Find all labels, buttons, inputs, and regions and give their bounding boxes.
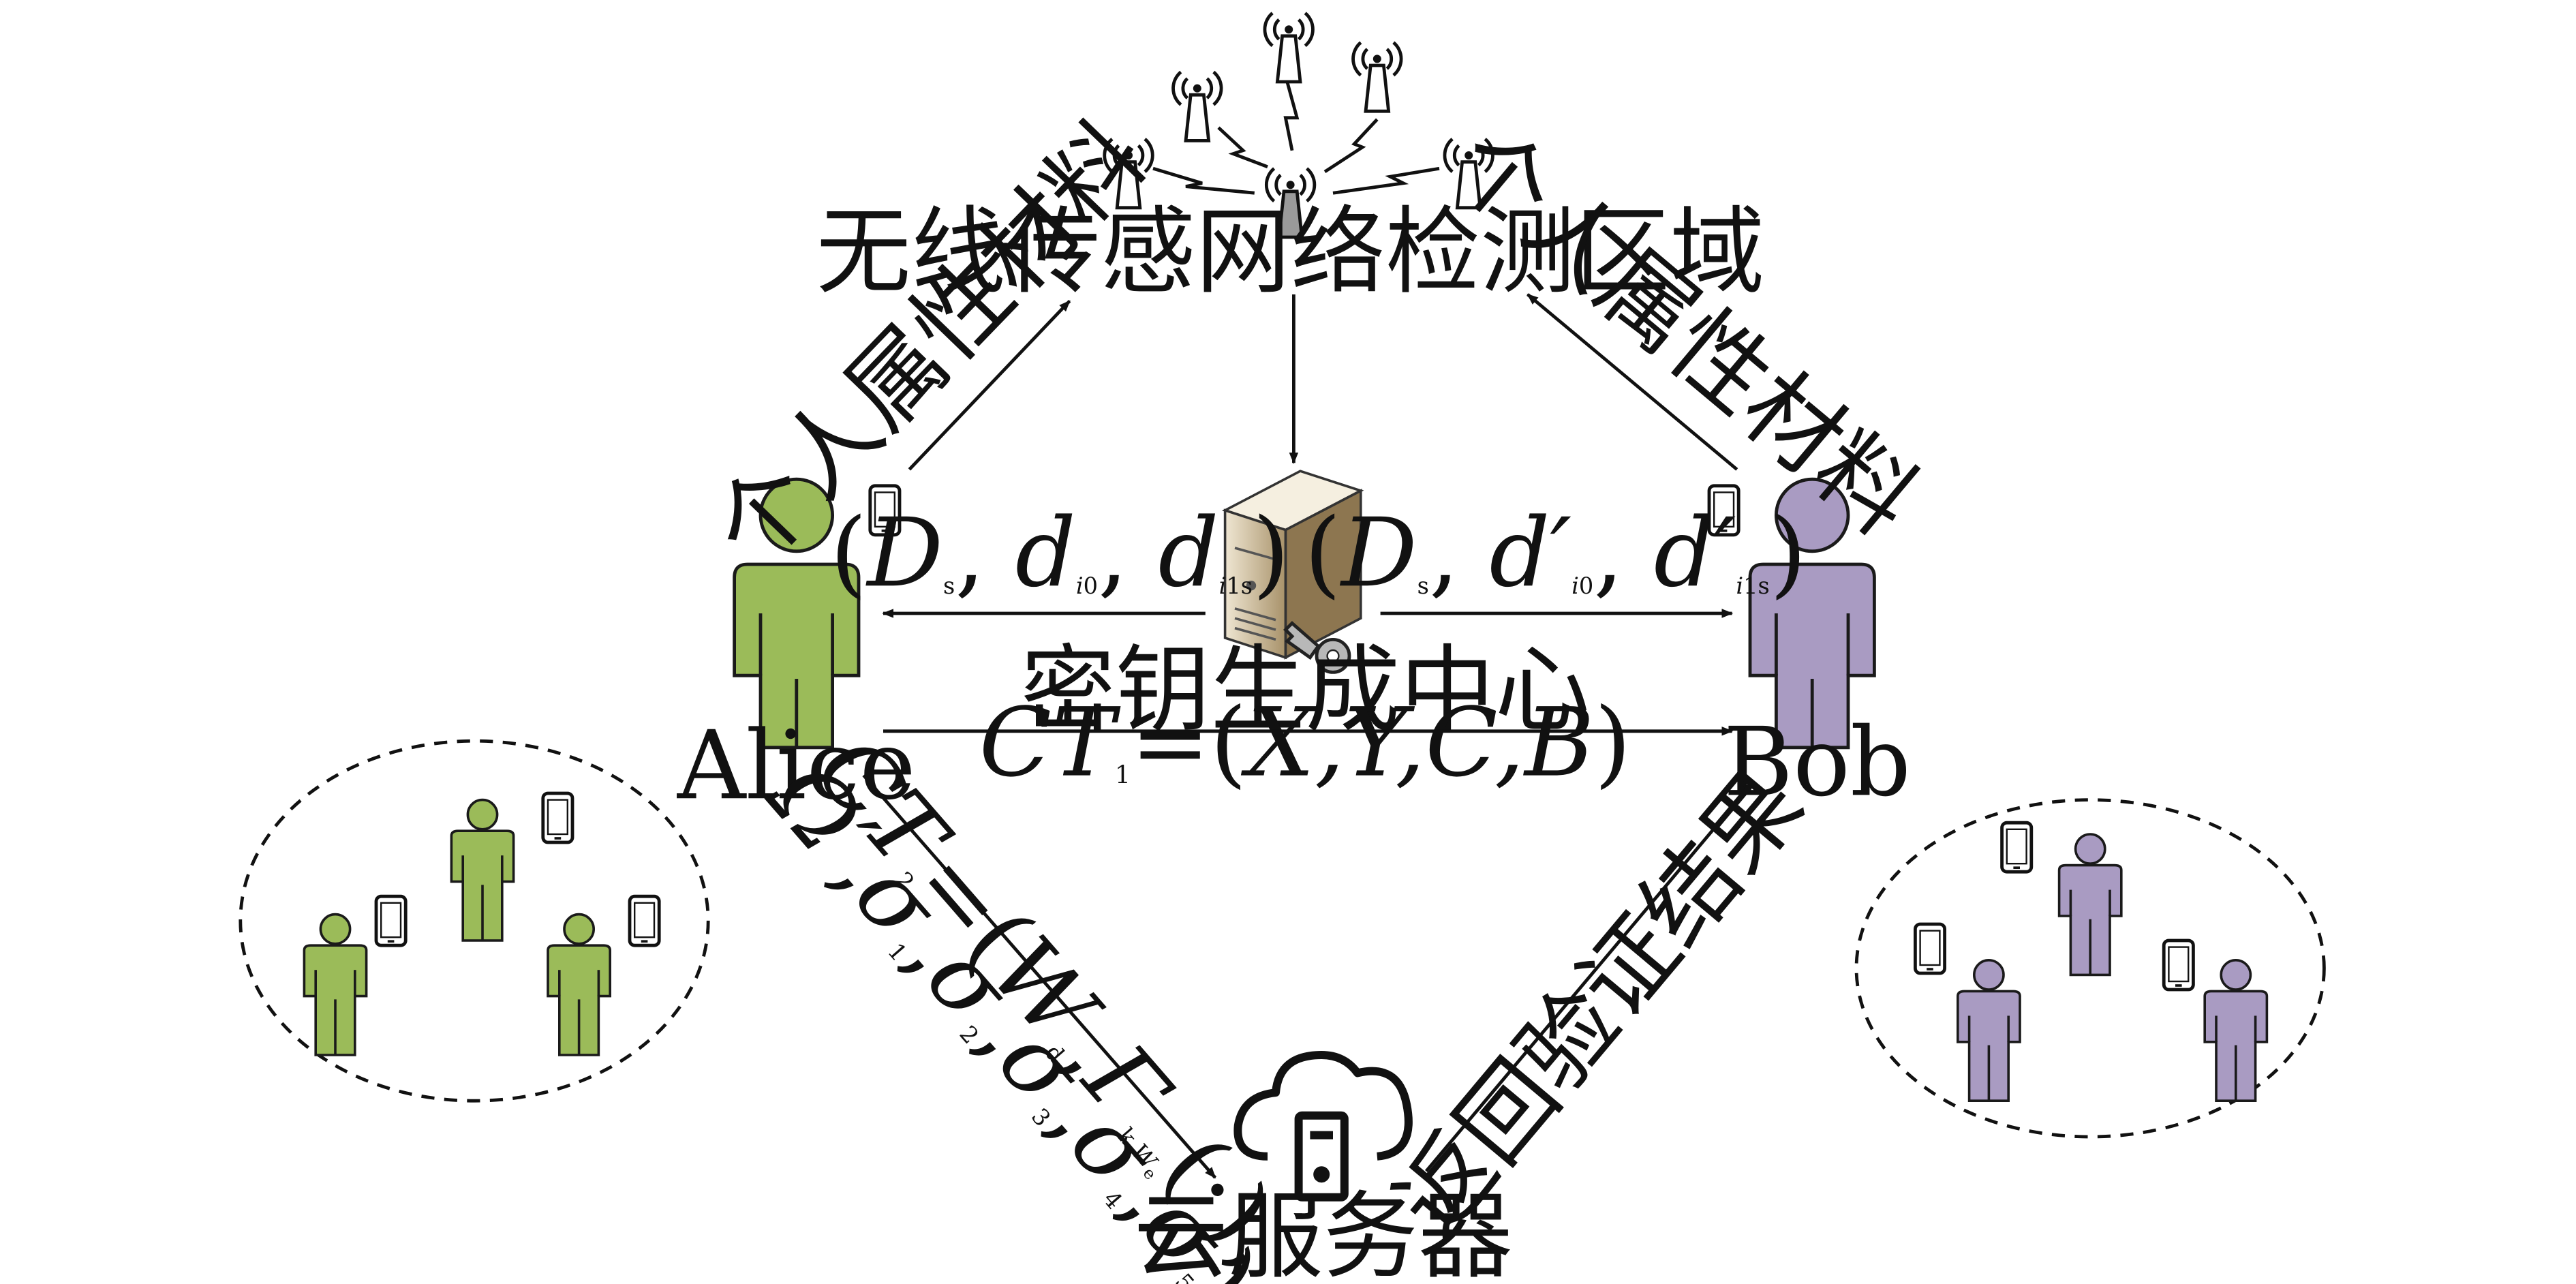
verify-label: 返回验证结果 (1374, 750, 1824, 1257)
sensor-network: 无线传感网络检测区域 (816, 13, 1765, 307)
wireless-tower-icon (1353, 42, 1402, 111)
alice: Alice (677, 477, 916, 821)
wireless-link (1332, 166, 1440, 195)
person-icon (1748, 477, 1876, 750)
sensor-region-label: 无线传感网络检测区域 (816, 197, 1765, 307)
person-icon (733, 477, 861, 750)
arrow-alice-to-cloud (862, 774, 1217, 1179)
person-icon (2203, 959, 2269, 1102)
wireless-tower-icon (1265, 13, 1313, 82)
wireless-tower-icon (1174, 72, 1222, 141)
alice-label: Alice (677, 710, 916, 821)
person-icon (1957, 959, 2021, 1102)
arrow-alice-to-sensor (908, 299, 1071, 471)
ct1-label: CT1=(X,Y,C,B) (979, 688, 1631, 798)
arrow-bob-to-sensor (1527, 293, 1738, 471)
wireless-link (1283, 81, 1300, 151)
mobile-phone-icon (376, 896, 405, 945)
bob: Bob (1709, 477, 1911, 817)
kgc-label: 密钥生成中心 (1021, 635, 1590, 746)
wireless-link (1217, 126, 1268, 169)
key-icon (1283, 621, 1351, 674)
mobile-phone-icon (630, 896, 659, 945)
attr-label-right: 个人属性材料 (1431, 106, 1938, 557)
wireless-tower-icon (1264, 167, 1317, 239)
server-with-key-icon (1221, 470, 1364, 674)
arrow-cloud-to-bob (1424, 780, 1755, 1172)
person-icon (547, 913, 612, 1056)
left-user-group (239, 739, 710, 1103)
group-boundary (1854, 798, 2326, 1139)
key-to-bob-label: (Ds, d′i0, d′i1s) (1304, 498, 1807, 608)
group-boundary (239, 739, 710, 1103)
wireless-link (1323, 118, 1379, 174)
person-icon (303, 913, 368, 1056)
mobile-phone-icon (543, 793, 572, 842)
mobile-phone-icon (2002, 823, 2031, 872)
mobile-phone-icon (2164, 941, 2193, 990)
person-icon (450, 798, 515, 942)
cloud-server-icon (1233, 1051, 1413, 1202)
key-to-alice-label: (Ds, di0, di1s) (830, 498, 1289, 608)
bob-label: Bob (1723, 707, 1911, 817)
wireless-link (1152, 166, 1255, 195)
svg-text:Ω′,σ1,σ2,σ3,σ4,σ5): Ω′,σ1,σ2,σ3,σ4,σ5) (747, 740, 1281, 1284)
cloud-label: 云服务器 (1133, 1181, 1513, 1284)
mobile-phone-icon (1915, 924, 1944, 973)
person-icon (2057, 833, 2123, 977)
right-user-group (1854, 798, 2326, 1139)
